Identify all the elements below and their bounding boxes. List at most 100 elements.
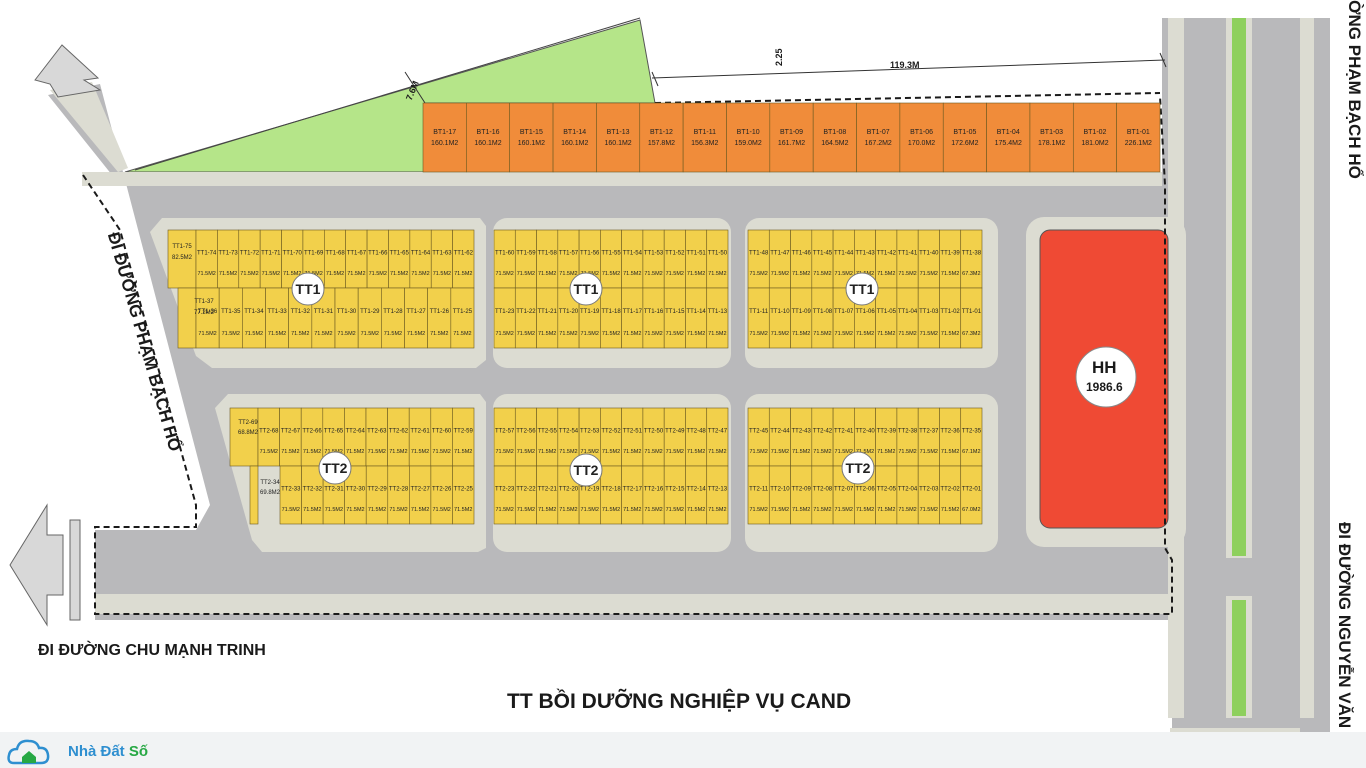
boundary-line (82, 95, 1173, 615)
lot-id: TT1-65 (389, 250, 409, 256)
lot-id: TT1-38 (962, 250, 982, 256)
lot (875, 407, 898, 467)
lot-id: TT1-45 (813, 250, 833, 256)
lot-id: TT2-32 (303, 486, 323, 492)
lot-area: 71.5M2 (771, 507, 789, 513)
lot-area: 71.5M2 (581, 331, 599, 337)
corner-lot (229, 407, 259, 467)
lot (387, 407, 410, 467)
lot-id: TT1-58 (538, 250, 558, 256)
lot-id: TT1-18 (601, 309, 621, 315)
lot-area: 71.5M2 (898, 449, 916, 455)
lot-area: 71.5M2 (432, 507, 450, 513)
lot-id: TT2-01 (962, 486, 982, 492)
lot-id: TT1-27 (406, 309, 426, 315)
lot (536, 229, 559, 289)
lot-area: 71.5M2 (856, 449, 874, 455)
lot (917, 407, 940, 467)
lot-id: BT1-08 (823, 129, 846, 136)
lot-area: 71.5M2 (517, 507, 535, 513)
lot-id: TT2-07 (834, 486, 854, 492)
lot (747, 407, 770, 467)
lot-area: 159.0M2 (735, 140, 762, 147)
lot-area: 71.5M2 (623, 331, 641, 337)
lot-area: 71.5M2 (411, 271, 429, 277)
lot-area: 71.5M2 (222, 331, 240, 337)
lot-area: 71.5M2 (687, 331, 705, 337)
zone-badge (569, 272, 603, 306)
lot-id: BT1-16 (477, 129, 500, 136)
lots-layer (167, 102, 1161, 525)
lot (536, 407, 559, 467)
lot-area: 181.0M2 (1081, 140, 1108, 147)
lot (430, 229, 453, 289)
lot-id: TT2-64 (346, 428, 366, 434)
lot-id: TT1-66 (368, 250, 388, 256)
lot-id: TT2-30 (346, 486, 366, 492)
street-bottom-left-label: ĐI ĐƯỜNG CHU MẠNH TRINH (38, 642, 266, 659)
lot-id: TT2-13 (708, 486, 728, 492)
lot-id: TT2-25 (454, 486, 474, 492)
lot-area: 71.5M2 (453, 331, 471, 337)
lot-area: 71.5M2 (708, 271, 726, 277)
zone-label: TT2 (574, 462, 599, 478)
lot (300, 407, 324, 467)
lot (939, 407, 962, 467)
lot-id: TT2-68 (259, 428, 279, 434)
lot (663, 287, 686, 349)
lot (430, 465, 453, 525)
lot-area: 71.5M2 (687, 271, 705, 277)
lot-id: TT2-57 (495, 428, 515, 434)
lot-area: 71.5M2 (538, 449, 556, 455)
lot-id: TT2-60 (432, 428, 452, 434)
top-sub-measure-label: 2.25 (774, 48, 784, 66)
lot-id: TT1-53 (644, 250, 664, 256)
lot-id: TT1-17 (623, 309, 643, 315)
lot-area: 71.5M2 (666, 331, 684, 337)
lot (642, 229, 665, 289)
lot-id: TT2-48 (686, 428, 706, 434)
lot (939, 287, 962, 349)
lot (685, 465, 708, 525)
lot-area: 71.5M2 (602, 449, 620, 455)
lot-area: 71.5M2 (281, 449, 299, 455)
lot-id: TT1-35 (221, 309, 241, 315)
lot-id: TT1-26 (430, 309, 450, 315)
bt1-lot (1072, 102, 1117, 173)
lot (279, 465, 302, 525)
lot-area: 71.5M2 (877, 331, 895, 337)
lot (960, 287, 983, 349)
lot (685, 229, 708, 289)
lot-area: 175.4M2 (995, 140, 1022, 147)
lot-id: TT2-03 (919, 486, 939, 492)
zone-badge (841, 451, 875, 485)
lot (257, 407, 280, 467)
lot-id: TT1-37 (194, 299, 214, 305)
lot-id: BT1-13 (607, 129, 630, 136)
lot-id: TT2-55 (538, 428, 558, 434)
bt1-lot (682, 102, 727, 173)
lot-id: TT2-33 (281, 486, 301, 492)
zone-badge (569, 453, 603, 487)
lot (917, 229, 940, 289)
lot-id: TT1-41 (898, 250, 918, 256)
lot (279, 407, 302, 467)
lot (960, 465, 983, 525)
lot (663, 407, 686, 467)
lot-id: TT1-47 (770, 250, 790, 256)
street-right-label: ĐI ĐƯỜNG NGUYỄN VĂN (1335, 522, 1354, 729)
lot-area: 82.5M2 (172, 255, 193, 261)
lot-id: TT2-23 (495, 486, 515, 492)
lot-area: 71.5M2 (877, 271, 895, 277)
lot-area: 71.5M2 (495, 507, 513, 513)
lot-area: 71.5M2 (361, 331, 379, 337)
zone-label: TT1 (574, 281, 599, 297)
lot-area: 71.5M2 (792, 331, 810, 337)
lot-id: TT1-46 (792, 250, 812, 256)
brand-logo[interactable]: Nhà Đất Số (6, 736, 148, 766)
lot (896, 229, 919, 289)
lot-area: 71.5M2 (368, 507, 386, 513)
lot-area: 71.5M2 (240, 271, 258, 277)
street-top-right-label: ỜNG PHẠM BẠCH HỔ (1345, 0, 1364, 179)
lot-id: TT1-48 (749, 250, 769, 256)
